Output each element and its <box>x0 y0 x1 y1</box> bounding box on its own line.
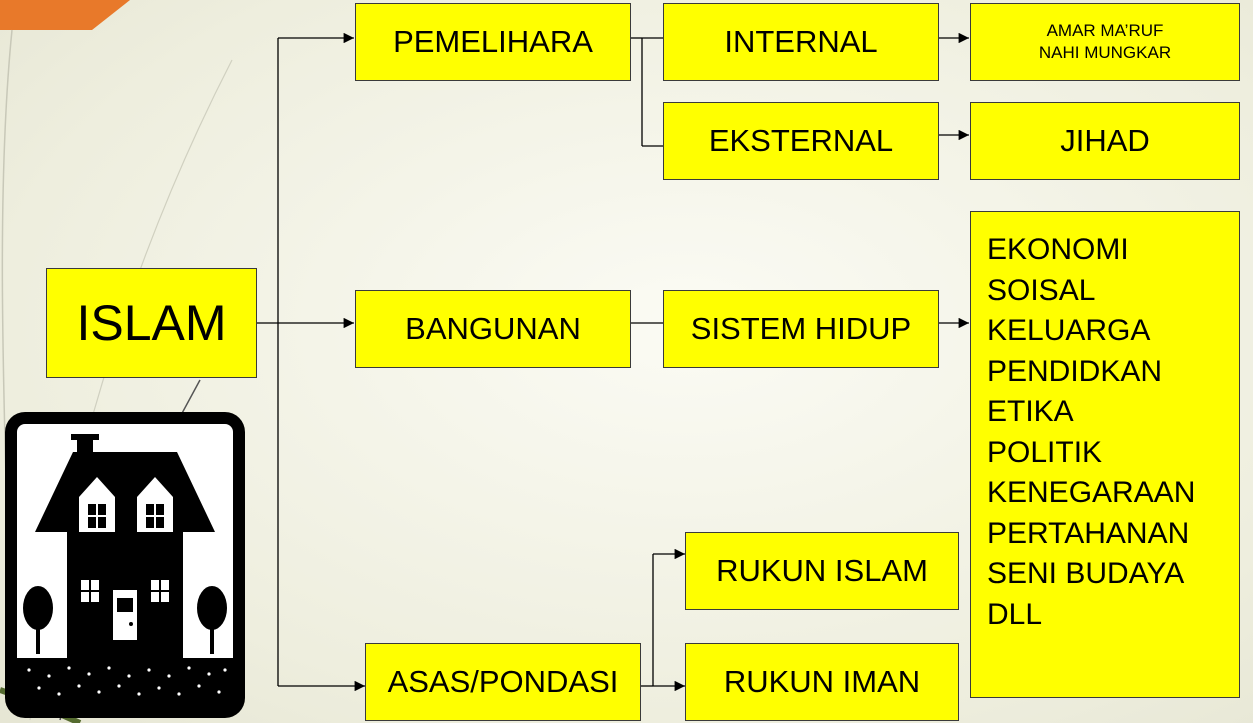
node-bangunan: BANGUNAN <box>355 290 631 368</box>
node-nahi-label: NAHI MUNGKAR <box>1038 43 1172 62</box>
list-item: POLITIK <box>987 435 1103 469</box>
node-jihad-label: JIHAD <box>1060 123 1150 158</box>
node-rukun-islam-label: RUKUN ISLAM <box>716 553 928 588</box>
list-item: KENEGARAAN <box>987 476 1196 509</box>
node-amar-label: AMAR MA’RUF <box>1046 21 1164 40</box>
node-eksternal: EKSTERNAL <box>663 102 939 180</box>
list-item: PENDIDKAN <box>987 354 1163 388</box>
list-item: ETIKA <box>987 395 1074 428</box>
house-icon <box>5 412 245 718</box>
node-amar-maruf: AMAR MA’RUF NAHI MUNGKAR <box>970 3 1240 81</box>
node-jihad: JIHAD <box>970 102 1240 180</box>
node-eksternal-label: EKSTERNAL <box>708 123 894 158</box>
list-item: DLL <box>987 597 1043 631</box>
node-rukun-islam: RUKUN ISLAM <box>685 532 959 610</box>
node-sistem-hidup: SISTEM HIDUP <box>663 290 939 368</box>
node-pemelihara-label: PEMELIHARA <box>393 24 593 59</box>
node-rukun-iman-label: RUKUN IMAN <box>723 664 921 699</box>
node-asas-label: ASAS/PONDASI <box>387 664 619 699</box>
node-pemelihara: PEMELIHARA <box>355 3 631 81</box>
node-bangunan-label: BANGUNAN <box>405 311 581 346</box>
list-item: KELUARGA <box>987 314 1151 347</box>
list-item: SENI BUDAYA <box>987 557 1185 590</box>
node-sistem-list: EKONOMI SOISAL KELUARGA PENDIDKAN ETIKA … <box>970 211 1240 698</box>
list-item: PERTAHANAN <box>987 516 1190 550</box>
list-item: SOISAL <box>987 273 1096 307</box>
node-asas: ASAS/PONDASI <box>365 643 641 721</box>
node-islam: ISLAM <box>46 268 257 378</box>
node-internal-label: INTERNAL <box>724 24 878 59</box>
node-internal: INTERNAL <box>663 3 939 81</box>
orange-corner-accent <box>0 0 130 30</box>
list-item: EKONOMI <box>987 233 1129 266</box>
node-rukun-iman: RUKUN IMAN <box>685 643 959 721</box>
node-islam-label: ISLAM <box>76 295 227 351</box>
node-sistem-hidup-label: SISTEM HIDUP <box>690 311 912 346</box>
